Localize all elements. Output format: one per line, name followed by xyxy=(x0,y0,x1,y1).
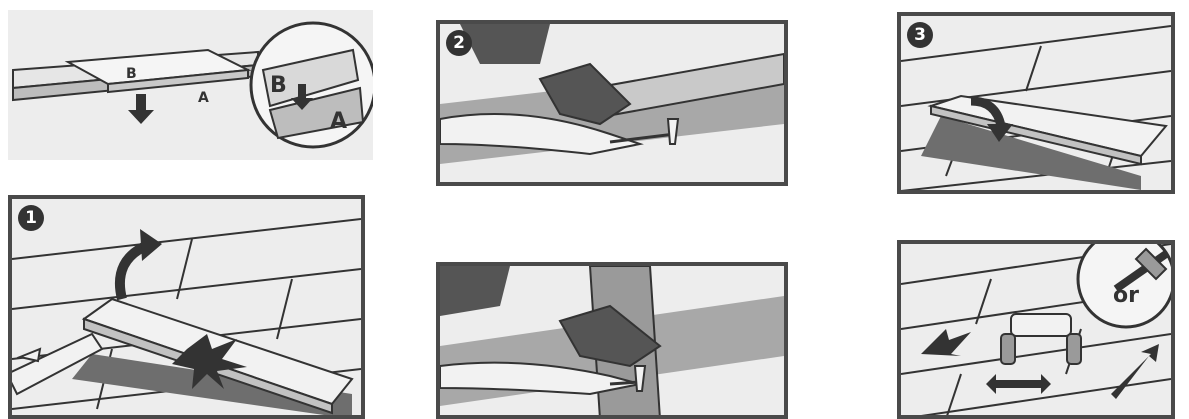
plank-label-b: B xyxy=(126,66,137,82)
saw-top-illustration xyxy=(440,24,784,182)
step-badge-3: 3 xyxy=(907,22,933,48)
detail-label-a: A xyxy=(330,109,347,134)
panel-tongue-groove: B A B A xyxy=(8,10,373,160)
saw-bottom-illustration xyxy=(440,266,784,419)
tongue-groove-illustration: B A B A xyxy=(8,10,373,160)
lift-cut-illustration xyxy=(12,199,361,419)
panel-saw-top: 2 xyxy=(436,20,788,186)
panel-roller: or xyxy=(897,240,1175,419)
insert-plank-illustration xyxy=(901,16,1171,190)
detail-label-b: B xyxy=(270,73,287,98)
step-badge-1: 1 xyxy=(18,205,44,231)
plank-label-a: A xyxy=(198,90,209,106)
panel-saw-bottom xyxy=(436,262,788,419)
roller-illustration: or xyxy=(901,244,1171,419)
panel-lift-cut: 1 xyxy=(8,195,365,419)
alt-tool-text: or xyxy=(1113,283,1139,308)
panel-insert-plank: 3 xyxy=(897,12,1175,194)
step-badge-2: 2 xyxy=(446,30,472,56)
